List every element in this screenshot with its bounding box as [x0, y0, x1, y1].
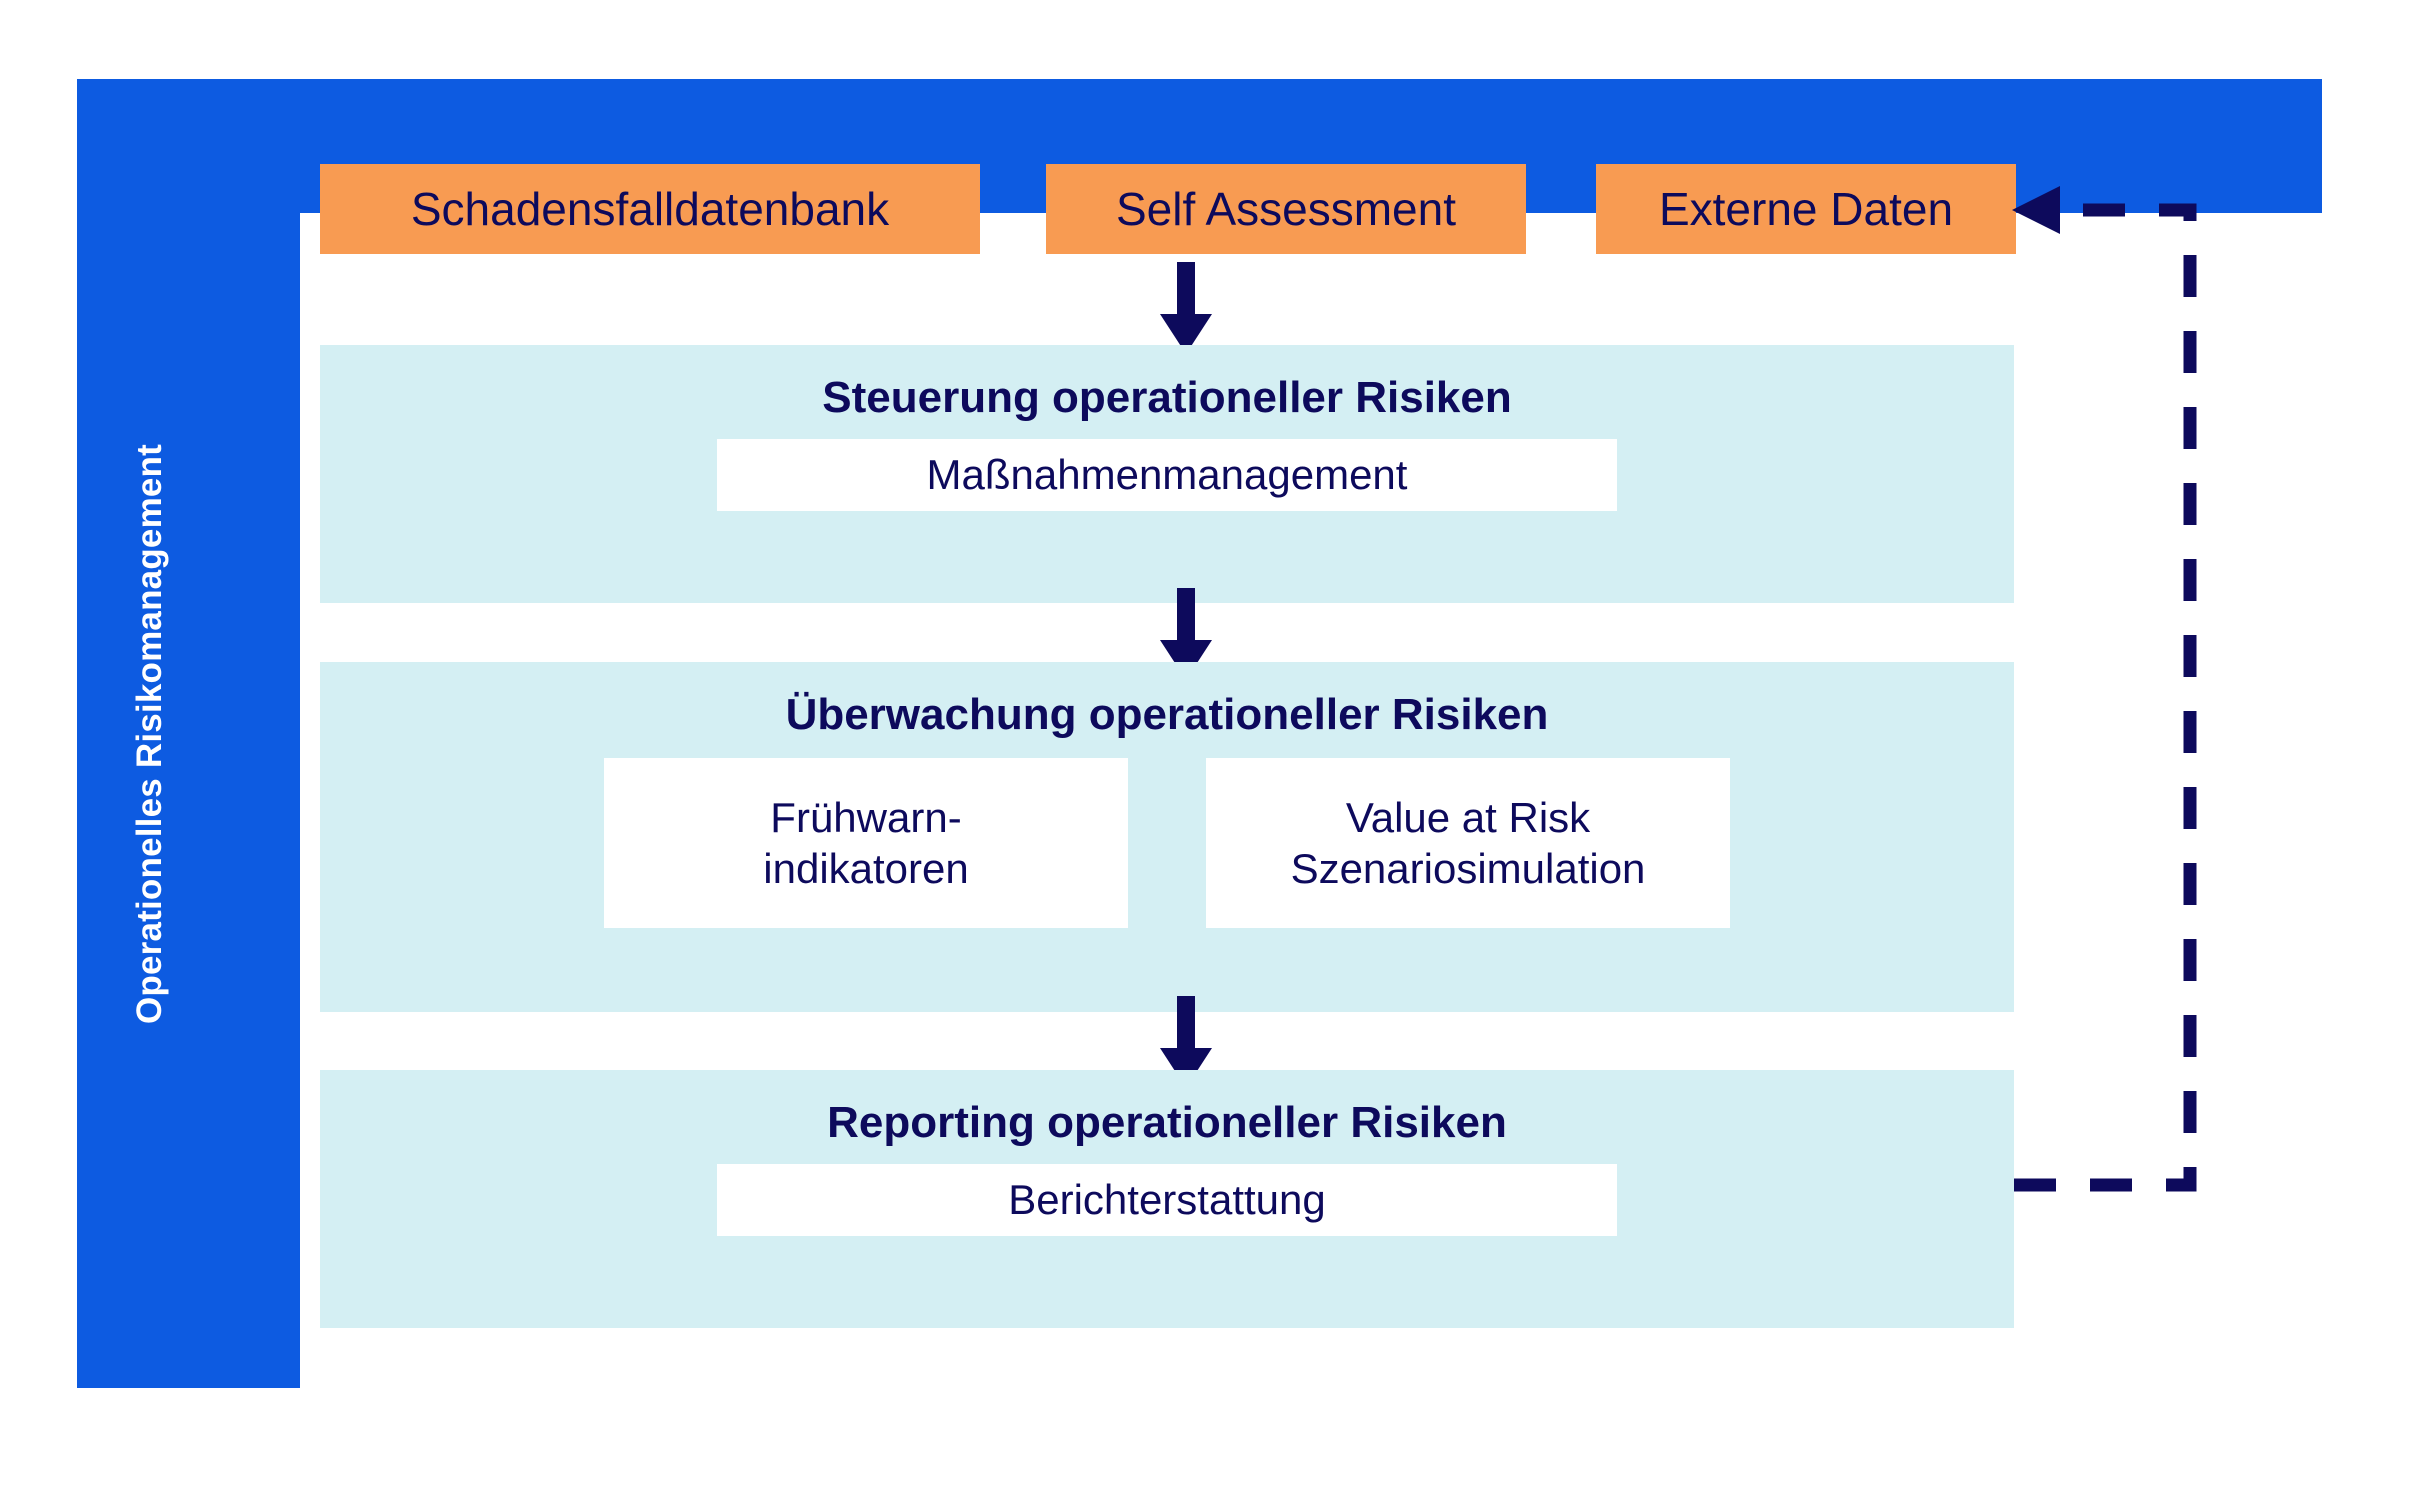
- source-box-label: Externe Daten: [1658, 183, 1954, 235]
- source-box-externe-daten[interactable]: Externe Daten: [1596, 164, 2016, 254]
- vertical-section-label-text: Operationelles Risikomanagement: [130, 443, 169, 1024]
- panel-sub-boxes: Frühwarn- indikatoren Value at Risk Szen…: [604, 758, 1730, 928]
- panel-ueberwachung: Überwachung operationeller Risiken Frühw…: [320, 662, 2014, 1012]
- panel-reporting: Reporting operationeller Risiken Bericht…: [320, 1070, 2014, 1328]
- sub-box-line-2: indikatoren: [763, 845, 969, 892]
- sub-box-line-1: Berichterstattung: [1008, 1176, 1326, 1224]
- arrow-ueberwachung-to-reporting: [1160, 996, 1212, 1088]
- panel-steuerung: Steuerung operationeller Risiken Maßnahm…: [320, 345, 2014, 603]
- panel-title: Überwachung operationeller Risiken: [785, 690, 1549, 739]
- arrow-self-assessment-to-steuerung: [1160, 262, 1212, 354]
- sub-box-value-at-risk[interactable]: Value at Risk Szenariosimulation: [1206, 758, 1730, 928]
- sub-box-berichterstattung[interactable]: Berichterstattung: [717, 1164, 1617, 1236]
- sub-box-fruehwarnindikatoren[interactable]: Frühwarn- indikatoren: [604, 758, 1128, 928]
- source-box-label: Self Assessment: [1115, 183, 1457, 235]
- sub-box-line-2: Szenariosimulation: [1290, 845, 1646, 892]
- vertical-section-label: Operationelles Risikomanagement: [77, 79, 223, 1388]
- sub-box-line-1: Value at Risk: [1345, 793, 1591, 841]
- source-box-schadensfalldatenbank[interactable]: Schadensfalldatenbank: [320, 164, 980, 254]
- sub-box-line-1: Maßnahmenmanagement: [926, 451, 1408, 499]
- sub-box-line-1: Frühwarn-: [770, 793, 962, 841]
- panel-sub-boxes: Berichterstattung: [717, 1164, 1617, 1236]
- panel-title: Steuerung operationeller Risiken: [822, 373, 1512, 422]
- arrow-steuerung-to-ueberwachung: [1160, 588, 1212, 680]
- panel-sub-boxes: Maßnahmenmanagement: [717, 439, 1617, 511]
- panel-title: Reporting operationeller Risiken: [827, 1098, 1507, 1147]
- source-box-self-assessment[interactable]: Self Assessment: [1046, 164, 1526, 254]
- sub-box-massnahmenmanagement[interactable]: Maßnahmenmanagement: [717, 439, 1617, 511]
- source-box-label: Schadensfalldatenbank: [410, 183, 890, 235]
